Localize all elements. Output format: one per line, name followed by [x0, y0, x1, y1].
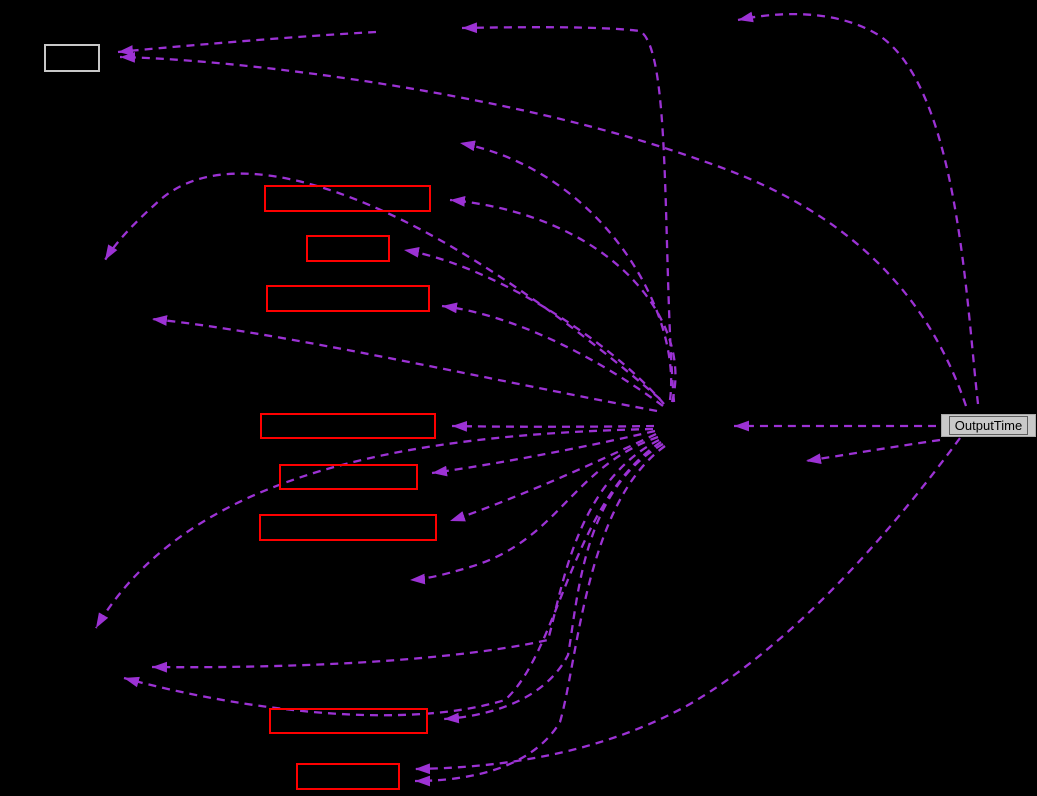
edge-outputtime-to-hidden-top-right-node [737, 11, 980, 405]
edge-hub-to-red-box-4 [451, 420, 655, 432]
edge-outputtime-to-red-box-8-upper [414, 437, 961, 775]
edge-hub-to-red-box-1 [449, 196, 677, 403]
edge-hub-to-red-box-3 [441, 302, 664, 407]
edge-hub-to-hidden-node-far-left [151, 315, 658, 413]
edge-hub-to-red-box-7 [443, 443, 664, 724]
edge-hub-to-red-box-8-lower [414, 445, 666, 787]
node-red-box-8[interactable] [296, 763, 400, 790]
edge-hidden-node-to-white-box [117, 30, 377, 56]
edge-outputtime-to-white-box [119, 51, 968, 407]
edge-hub-to-hidden-node-bottom-left-upper [95, 427, 654, 629]
node-red-box-2[interactable] [306, 235, 390, 262]
node-outputtime-label: OutputTime [948, 416, 1029, 435]
edge-outputtime-to-hidden-node-right [805, 438, 941, 464]
nodes-group [44, 44, 437, 790]
node-red-box-3[interactable] [266, 285, 430, 312]
edge-hub-to-red-box-5 [431, 429, 656, 477]
node-outputtime[interactable]: OutputTime [941, 414, 1036, 437]
node-red-box-4[interactable] [260, 413, 436, 439]
edge-hub-to-hidden-node-bottom-left-lower [123, 441, 662, 717]
node-white-box[interactable] [44, 44, 100, 72]
node-red-box-7[interactable] [269, 708, 428, 734]
edge-hub-to-hidden-node-mid-lower [409, 435, 659, 585]
node-red-box-5[interactable] [279, 464, 418, 490]
edge-hub-to-hidden-node-bottom-left [151, 438, 660, 673]
edge-hub-to-hidden-node-far-left-upper [104, 172, 661, 400]
edge-hub-to-red-box-6 [449, 432, 657, 523]
edges-group [95, 11, 980, 787]
edge-hub-to-hidden-top-node [461, 22, 676, 403]
node-red-box-1[interactable] [264, 185, 431, 212]
node-red-box-6[interactable] [259, 514, 437, 541]
